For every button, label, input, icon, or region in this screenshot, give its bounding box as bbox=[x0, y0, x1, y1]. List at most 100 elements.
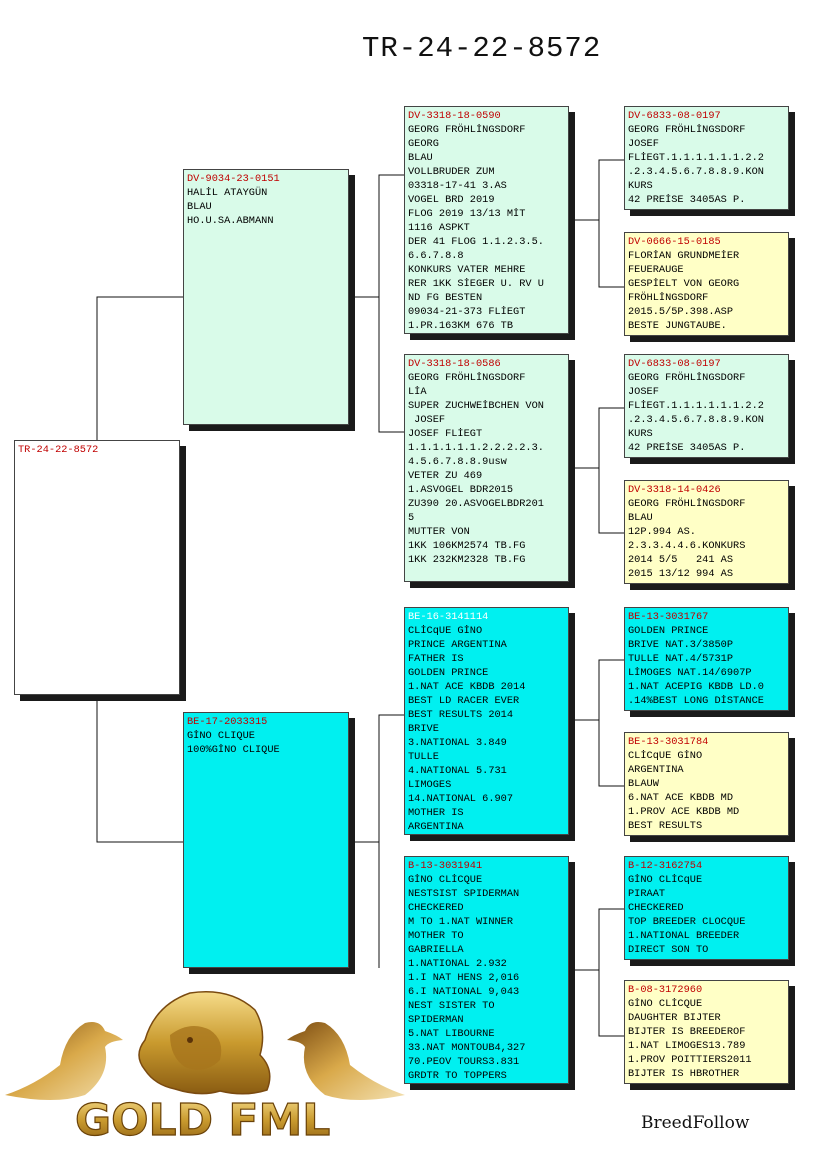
info-line: LIMOGES bbox=[408, 779, 452, 791]
sire-sire-card[interactable]: DV-3318-18-0590 GEORG FRÖHLİNGSDORF GEOR… bbox=[404, 106, 569, 334]
info-line: DAUGHTER BIJTER bbox=[628, 1012, 721, 1024]
info-line: BLAUW bbox=[628, 778, 659, 790]
info-line: KONKURS VATER MEHRE bbox=[408, 264, 526, 276]
info-line: .2.3.4.5.6.7.8.8.9.KON bbox=[628, 166, 764, 178]
info-line: 3.NATIONAL 3.849 bbox=[408, 737, 507, 749]
info-line: ND FG BESTEN bbox=[408, 292, 483, 304]
info-line: 1.NAT ACE KBDB 2014 bbox=[408, 681, 526, 693]
info-line: GEORG bbox=[408, 138, 439, 150]
sire-card[interactable]: DV-9034-23-0151 HALİL ATAYGÜN BLAU HO.U.… bbox=[183, 169, 349, 425]
info-line: 1.PR.163KM 676 TB bbox=[408, 320, 514, 332]
info-line: JOSEF FLİEGT bbox=[408, 428, 483, 440]
info-line: 1.I NAT HENS 2,016 bbox=[408, 972, 520, 984]
info-line: 4.5.6.7.8.8.9usw bbox=[408, 456, 507, 468]
logo-text: GOLD FML bbox=[75, 1095, 330, 1146]
info-line: DER 41 FLOG 1.1.2.3.5. bbox=[408, 236, 544, 248]
info-line: 5 bbox=[408, 512, 415, 524]
info-line: CHECKERED bbox=[628, 902, 684, 914]
ssd-card[interactable]: DV-0666-15-0185 FLORİAN GRUNDMEİER FEUER… bbox=[624, 232, 789, 336]
info-line: GİNO CLİCQUE bbox=[628, 998, 703, 1010]
info-line: LİMOGES NAT.14/6907P bbox=[628, 667, 752, 679]
dsd-card[interactable]: BE-13-3031784 CLİCqUE GİNO ARGENTINA BLA… bbox=[624, 732, 789, 836]
ring-number: DV-9034-23-0151 bbox=[187, 173, 280, 185]
info-line: 2015.5/5P.398.ASP bbox=[628, 306, 734, 318]
ring-number: DV-0666-15-0185 bbox=[628, 236, 721, 248]
info-line: GEORG FRÖHLİNGSDORF bbox=[628, 124, 746, 136]
info-line: GESPİELT VON GEORG bbox=[628, 278, 740, 290]
info-line: JOSEF bbox=[628, 386, 659, 398]
info-line: HO.U.SA.ABMANN bbox=[187, 215, 274, 227]
ring-number: B-13-3031941 bbox=[408, 860, 483, 872]
info-line: VOLLBRUDER ZUM bbox=[408, 166, 495, 178]
info-line: MUTTER VON bbox=[408, 526, 470, 538]
info-line: PIRAAT bbox=[628, 888, 666, 900]
info-line: FLİEGT.1.1.1.1.1.1.2.2 bbox=[628, 152, 764, 164]
ddd-card[interactable]: B-08-3172960 GİNO CLİCQUE DAUGHTER BIJTE… bbox=[624, 980, 789, 1084]
info-line: ZU390 20.ASVOGELBDR201 bbox=[408, 498, 544, 510]
dam-sire-card[interactable]: BE-16-3141114 CLİCqUE GİNO PRINCE ARGENT… bbox=[404, 607, 569, 835]
ring-number: DV-3318-18-0590 bbox=[408, 110, 501, 122]
info-line: BIJTER IS BREEDEROF bbox=[628, 1026, 746, 1038]
info-line: MOTHER IS bbox=[408, 807, 464, 819]
info-line: 12P.994 AS. bbox=[628, 526, 696, 538]
info-line: CLİCqUE GİNO bbox=[408, 625, 483, 637]
dss-card[interactable]: BE-13-3031767 GOLDEN PRINCE BRIVE NAT.3/… bbox=[624, 607, 789, 711]
dam-dam-card[interactable]: B-13-3031941 GİNO CLİCQUE NESTSIST SPIDE… bbox=[404, 856, 569, 1084]
info-line: 2.3.3.4.4.6.KONKURS bbox=[628, 540, 746, 552]
info-line: GEORG FRÖHLİNGSDORF bbox=[628, 372, 746, 384]
info-line: VETER ZU 469 bbox=[408, 470, 483, 482]
ring-number: DV-3318-14-0426 bbox=[628, 484, 721, 496]
dam-card[interactable]: BE-17-2033315 GİNO CLIQUE 100%GİNO CLIQU… bbox=[183, 712, 349, 968]
sds-card[interactable]: DV-6833-08-0197 GEORG FRÖHLİNGSDORF JOSE… bbox=[624, 354, 789, 458]
info-line: SUPER ZUCHWEİBCHEN VON bbox=[408, 400, 544, 412]
info-line: BEST RESULTS bbox=[628, 820, 703, 832]
info-line: BESTE JUNGTAUBE. bbox=[628, 320, 727, 332]
info-line: FATHER IS bbox=[408, 653, 464, 665]
ring-number: BE-13-3031784 bbox=[628, 736, 709, 748]
subject-card[interactable]: TR-24-22-8572 bbox=[14, 440, 180, 695]
info-line: 1116 ASPKT bbox=[408, 222, 470, 234]
info-line: BLAU bbox=[187, 201, 212, 213]
info-line: M TO 1.NAT WINNER bbox=[408, 916, 514, 928]
info-line: 1KK 106KM2574 TB.FG bbox=[408, 540, 526, 552]
info-line: DIRECT SON TO bbox=[628, 944, 709, 956]
info-line: FRÖHLİNGSDORF bbox=[628, 292, 709, 304]
info-line: 09034-21-373 FLİEGT bbox=[408, 306, 526, 318]
info-line: CLİCqUE GİNO bbox=[628, 750, 703, 762]
info-line: 4.NATIONAL 5.731 bbox=[408, 765, 507, 777]
info-line: .14%BEST LONG DİSTANCE bbox=[628, 695, 764, 707]
ring-number: DV-6833-08-0197 bbox=[628, 110, 721, 122]
info-line: 2014 5/5 241 AS bbox=[628, 554, 734, 566]
info-line: 33.NAT MONTOUB4,327 bbox=[408, 1042, 526, 1054]
info-line: 14.NATIONAL 6.907 bbox=[408, 793, 514, 805]
sss-card[interactable]: DV-6833-08-0197 GEORG FRÖHLİNGSDORF JOSE… bbox=[624, 106, 789, 210]
info-line: GRDTR TO TOPPERS bbox=[408, 1070, 507, 1082]
ring-number: B-08-3172960 bbox=[628, 984, 703, 996]
sdd-card[interactable]: DV-3318-14-0426 GEORG FRÖHLİNGSDORF BLAU… bbox=[624, 480, 789, 584]
info-line: 6.NAT ACE KBDB MD bbox=[628, 792, 734, 804]
info-line: GOLDEN PRINCE bbox=[628, 625, 709, 637]
info-line: SPIDERMAN bbox=[408, 1014, 464, 1026]
info-line: 1.ASVOGEL BDR2015 bbox=[408, 484, 514, 496]
pigeon-right-icon bbox=[287, 1022, 405, 1100]
info-line: MOTHER TO bbox=[408, 930, 464, 942]
info-line: FLORİAN GRUNDMEİER bbox=[628, 250, 740, 262]
info-line: .2.3.4.5.6.7.8.8.9.KON bbox=[628, 414, 764, 426]
info-line: 100%GİNO CLIQUE bbox=[187, 744, 280, 756]
info-line: 5.NAT LIBOURNE bbox=[408, 1028, 495, 1040]
dds-card[interactable]: B-12-3162754 GİNO CLİCqUE PIRAAT CHECKER… bbox=[624, 856, 789, 960]
info-line: LİA bbox=[408, 386, 427, 398]
info-line: BRIVE bbox=[408, 723, 439, 735]
info-line: FLİEGT.1.1.1.1.1.1.2.2 bbox=[628, 400, 764, 412]
sire-dam-card[interactable]: DV-3318-18-0586 GEORG FRÖHLİNGSDORF LİA … bbox=[404, 354, 569, 582]
info-line: GEORG FRÖHLİNGSDORF bbox=[408, 372, 526, 384]
info-line: BEST LD RACER EVER bbox=[408, 695, 520, 707]
info-line: 1.PROV POITTIERS2011 bbox=[628, 1054, 752, 1066]
info-line: FEUERAUGE bbox=[628, 264, 684, 276]
info-line: 42 PREİSE 3405AS P. bbox=[628, 194, 746, 206]
info-line: JOSEF bbox=[408, 414, 446, 426]
info-line: 1.NAT LIMOGES13.789 bbox=[628, 1040, 746, 1052]
info-line: TOP BREEDER CLOCQUE bbox=[628, 916, 746, 928]
ring-number: B-12-3162754 bbox=[628, 860, 703, 872]
ring-number: BE-13-3031767 bbox=[628, 611, 709, 623]
